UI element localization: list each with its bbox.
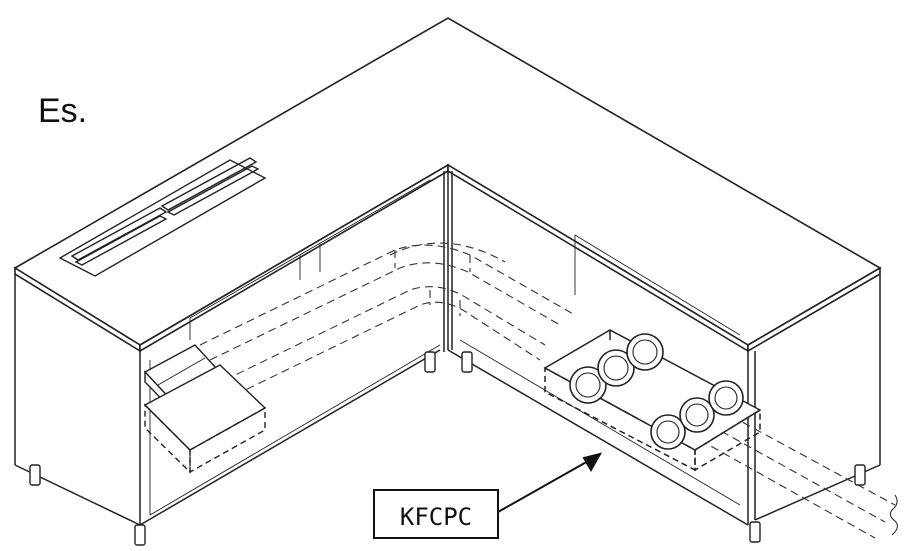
left-cabinet	[14, 171, 449, 526]
right-cabinet	[447, 171, 881, 526]
cooktop-vent	[58, 157, 267, 277]
fan-rotor-2	[597, 349, 635, 387]
fan-rotors	[569, 333, 744, 450]
callout-box	[373, 489, 499, 539]
fan-rotor-hubs	[575, 339, 738, 444]
fan-rotor-5	[679, 397, 715, 433]
corner-label: Es.	[38, 92, 87, 130]
fan-rotor-3	[626, 333, 664, 371]
fan-rotor-4	[650, 414, 686, 450]
callout-label: KFCPC	[400, 503, 472, 531]
fan-rotor-1	[569, 366, 607, 404]
floor-duct-end	[889, 494, 898, 536]
cabinet-feet	[29, 351, 866, 546]
kfcpc-callout: KFCPC	[373, 489, 499, 539]
hidden-ducting	[199, 242, 896, 539]
fan-rotor-6	[708, 380, 744, 416]
left-fan-unit	[143, 344, 267, 474]
callout-arrow	[497, 452, 603, 513]
